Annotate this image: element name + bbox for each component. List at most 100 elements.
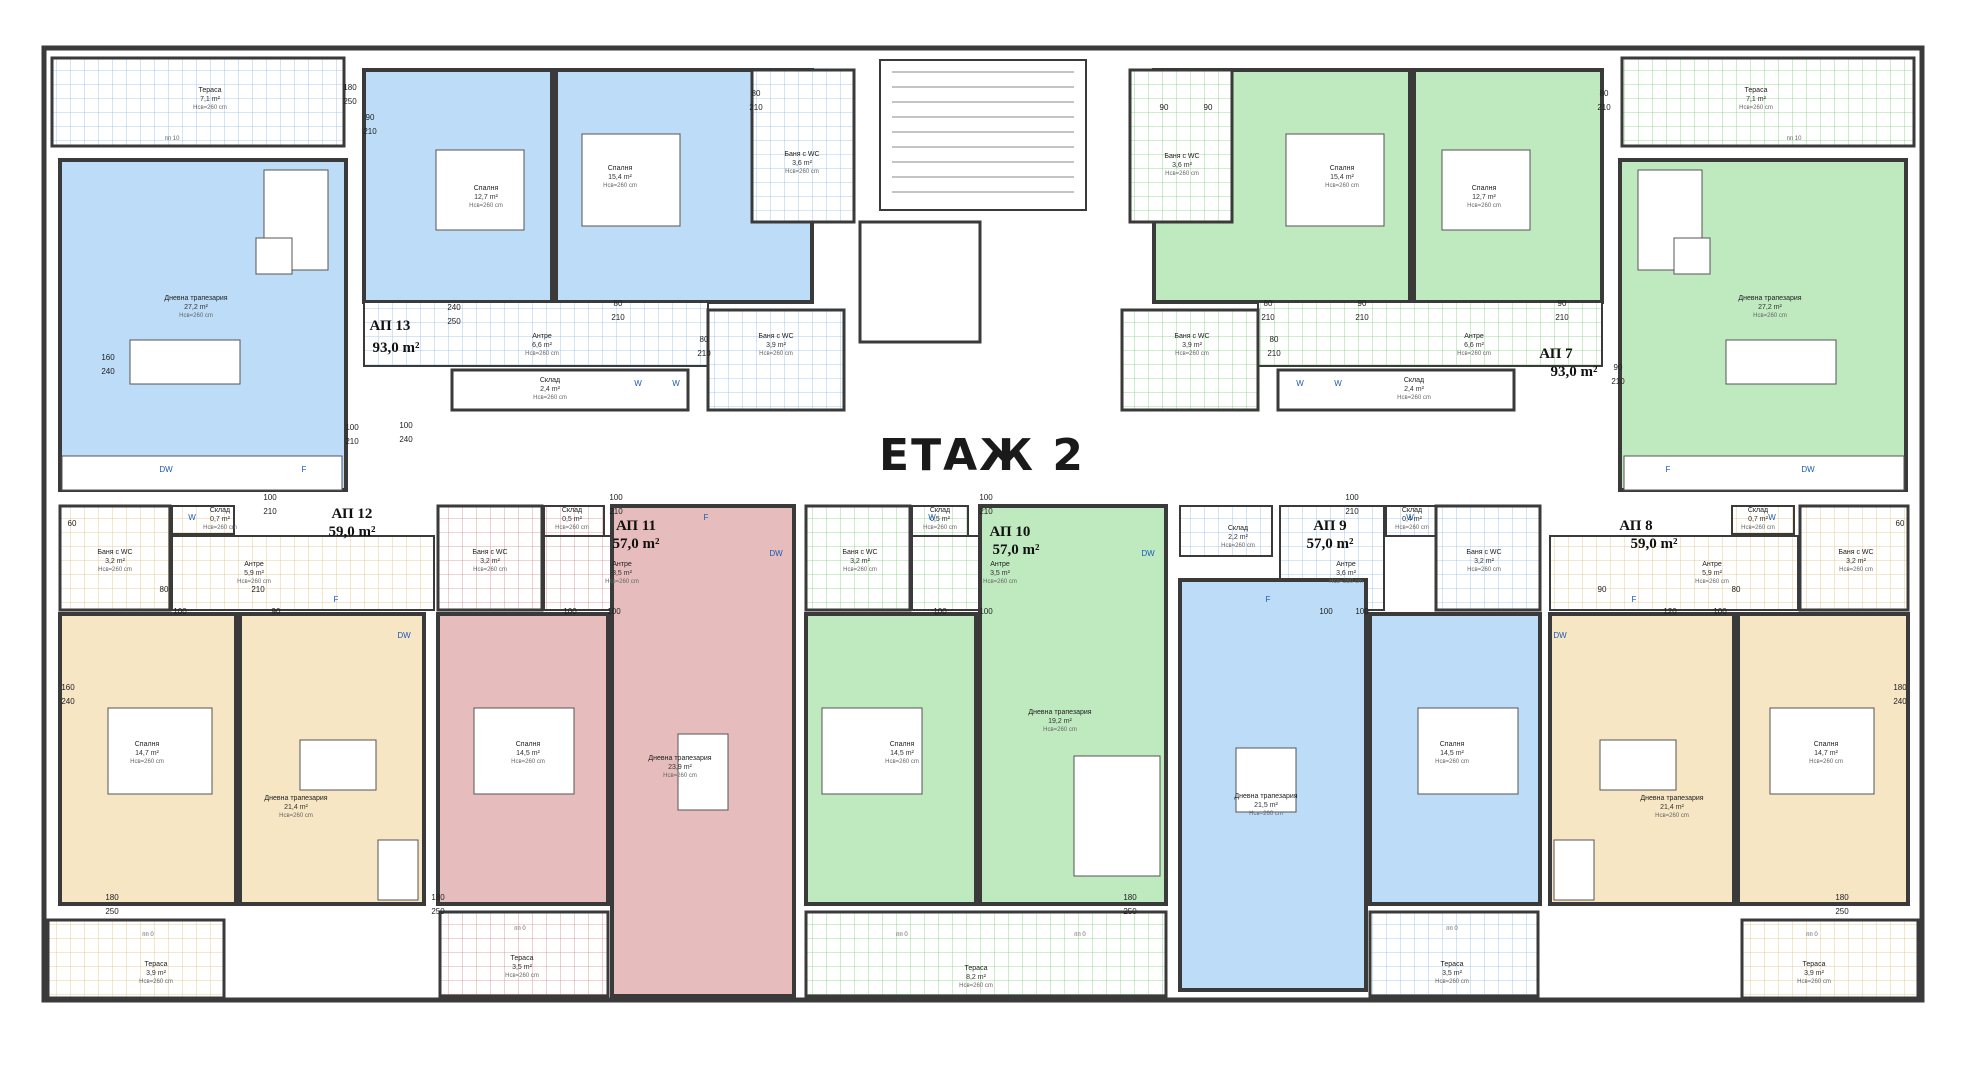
room-name: Склад (540, 377, 560, 384)
staircase (858, 59, 1087, 344)
dimension-label: 210 (609, 507, 623, 516)
apartment-ap9 (1178, 504, 1542, 998)
room-height: Нсв=260 cm (1175, 351, 1209, 357)
fridge-label: F (334, 595, 339, 604)
room-area: 3,2 m² (480, 558, 501, 565)
room-name: Баня с WC (784, 151, 819, 158)
dimension-label: 100 (1355, 607, 1369, 616)
apt-label-ap10: АП 10 (990, 524, 1031, 540)
room-name: Дневна трапезария (264, 795, 327, 802)
room-area: 3,6 m² (792, 160, 813, 167)
room-name: Склад (930, 507, 950, 514)
dimension-label: 100 (173, 607, 187, 616)
apt-area-ap13: 93,0 m² (373, 340, 420, 356)
terrace-level-label: пп 0 (142, 932, 154, 938)
room-name: Баня с WC (1838, 549, 1873, 556)
room-height: Нсв=260 cm (603, 183, 637, 189)
hall-ap7 (1257, 301, 1603, 367)
bed-icon (1441, 149, 1531, 231)
apt-area-ap11: 57,0 m² (613, 536, 660, 552)
room-name: Тераса (145, 961, 168, 968)
bed-icon (1285, 133, 1385, 227)
room-height: Нсв=260 cm (1435, 759, 1469, 765)
room-area: 3,2 m² (1846, 558, 1867, 565)
room-height: Нсв=260 cm (98, 567, 132, 573)
room-area: 3,6 m² (1172, 162, 1193, 169)
room-area: 14,5 m² (890, 750, 914, 757)
dimension-label: 160 (61, 683, 75, 692)
room-height: Нсв=260 cm (605, 579, 639, 585)
room-area: 14,5 m² (516, 750, 540, 757)
dimension-label: 210 (263, 507, 277, 516)
terrace-level-label: пп 0 (1446, 926, 1458, 932)
room-name: Баня с WC (1164, 153, 1199, 160)
washer-label: W (1768, 513, 1776, 522)
kitchen-counter-icon (61, 455, 343, 491)
room-name: Антре (990, 561, 1010, 568)
terrace-level-label: пп 0 (1074, 932, 1086, 938)
dimension-label: 250 (447, 317, 461, 326)
terrace-ap13 (50, 56, 346, 148)
room-area: 5,9 m² (1702, 570, 1723, 577)
room-area: 15,4 m² (608, 174, 632, 181)
dimension-label: 180 (431, 893, 445, 902)
bedroom-ap11 (436, 612, 610, 906)
room-height: Нсв=260 cm (1753, 313, 1787, 319)
room-name: Спалня (1814, 741, 1839, 748)
bed-icon (473, 707, 575, 795)
terrace-level-label: пп 0 (1806, 932, 1818, 938)
dimension-labels: 8021090210100210180250160240100240240250… (61, 83, 1907, 916)
room-area: 8,2 m² (966, 974, 987, 981)
room-height: Нсв=260 cm (139, 979, 173, 985)
apt-area-ap7: 93,0 m² (1551, 364, 1598, 380)
dimension-label: 90 (1358, 299, 1367, 308)
dimension-label: 80 (700, 335, 709, 344)
sofa-icon (377, 839, 419, 901)
room-height: Нсв=260 cm (511, 759, 545, 765)
dimension-label: 210 (697, 349, 711, 358)
terrace-level-label: пп 10 (165, 136, 181, 142)
dishwasher-label: DW (397, 631, 411, 640)
apartment-ap7 (1120, 56, 1916, 492)
bed-icon (581, 133, 681, 227)
dimension-label: 210 (363, 127, 377, 136)
room-height: Нсв=260 cm (1655, 813, 1689, 819)
washer-label: W (1334, 379, 1342, 388)
dishwasher-label: DW (1141, 549, 1155, 558)
room-height: Нсв=260 cm (1395, 525, 1429, 531)
room-name: Склад (210, 507, 230, 514)
room-area: 14,7 m² (1814, 750, 1838, 757)
room-height: Нсв=260 cm (1741, 525, 1775, 531)
storage-ap13 (450, 368, 690, 412)
room-name: Баня с WC (1174, 333, 1209, 340)
apartment-ap13 (50, 56, 856, 492)
dishwasher-label: DW (769, 549, 783, 558)
dimension-label: 100 (345, 423, 359, 432)
hall-ap12 (171, 535, 435, 611)
dimension-label: 100 (933, 607, 947, 616)
terrace-ap10 (804, 910, 1168, 998)
room-name: Склад (1228, 525, 1248, 532)
room-height: Нсв=260 cm (179, 313, 213, 319)
terrace-ap12 (46, 918, 226, 1000)
room-area: 3,5 m² (1442, 970, 1463, 977)
bath-ap8 (1798, 504, 1910, 612)
dimension-label: 80 (160, 585, 169, 594)
dimension-label: 100 (979, 493, 993, 502)
sofa-icon (1553, 839, 1595, 901)
storage-ap12 (171, 505, 235, 535)
bed-icon (821, 707, 923, 795)
